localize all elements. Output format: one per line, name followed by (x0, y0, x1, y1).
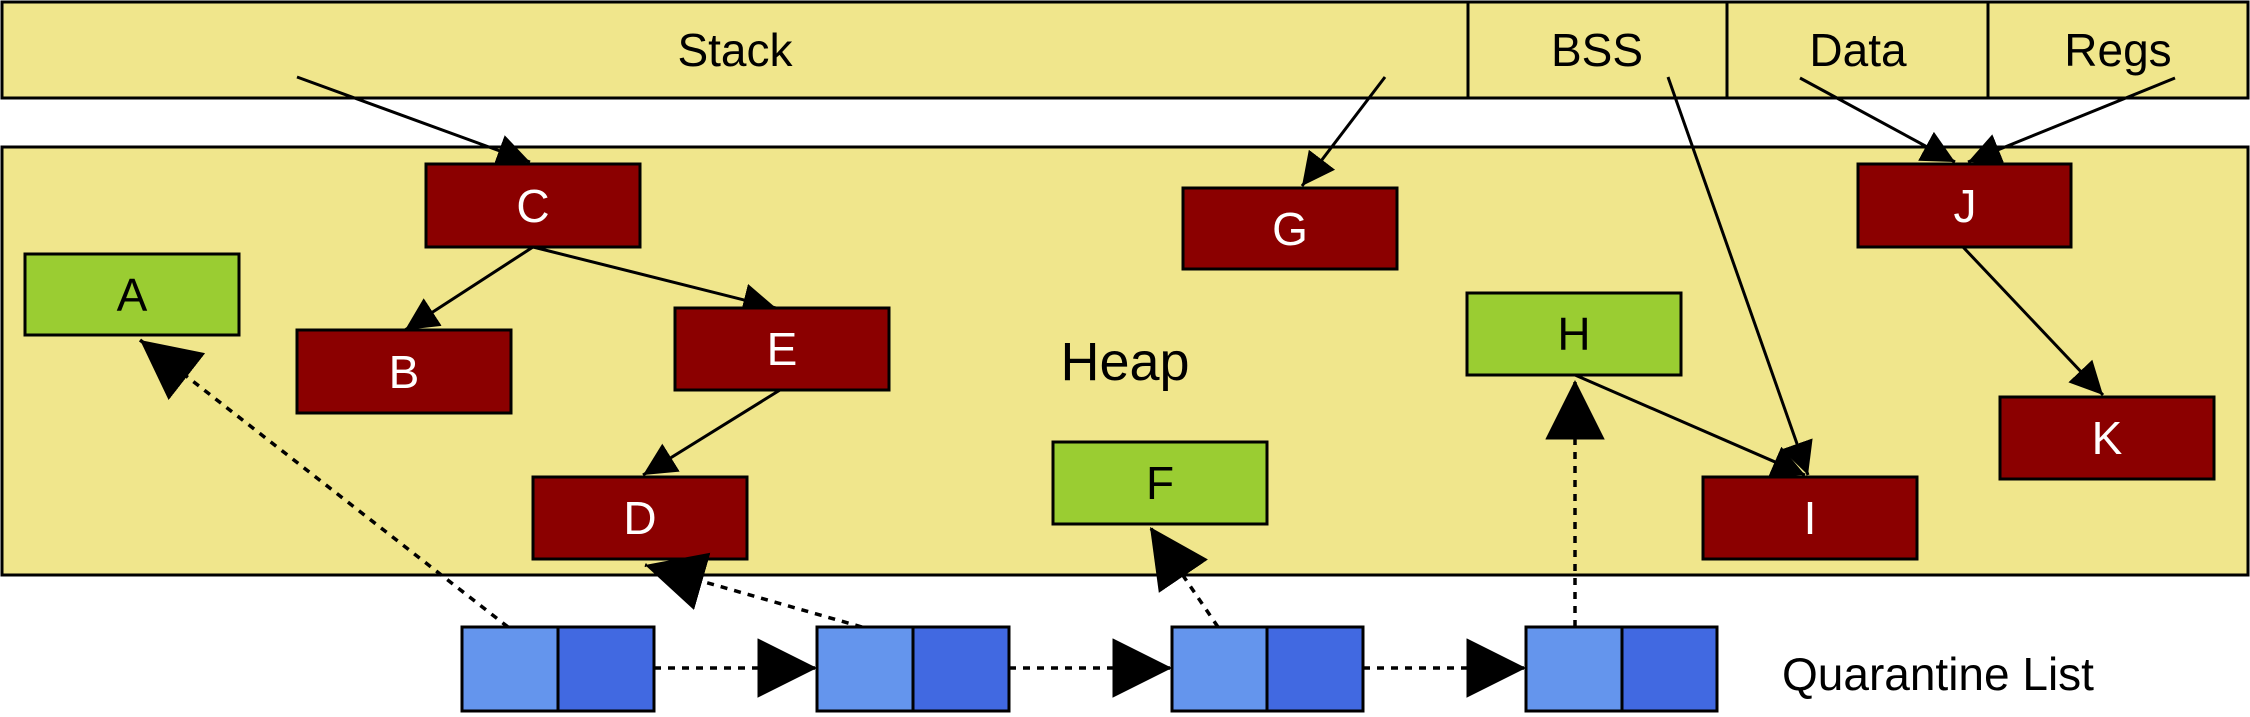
heap-object-d (531, 475, 749, 561)
pointer-j-to-k (1961, 245, 2105, 397)
heap-object-f-label: F (1146, 457, 1174, 509)
quarantine-cell-1-right (556, 625, 656, 713)
heap-object-c-label: C (516, 180, 549, 232)
pointer-c-to-b (404, 245, 534, 332)
quarantine-cell-4-right (1620, 625, 1719, 713)
quarantine-cell-2-right (911, 625, 1011, 713)
pointer-h-to-i (1574, 373, 1806, 477)
heap-object-labels: A B C D E F G H I J K (117, 180, 2123, 544)
heap-object-a-label: A (117, 269, 148, 321)
heap-objects (23, 162, 2216, 561)
heap-object-b (295, 328, 513, 415)
quarantine-list (460, 625, 1719, 713)
segment-data (1725, 0, 1990, 100)
heap-label: Heap (1060, 332, 1189, 392)
heap-object-h (1465, 291, 1683, 377)
segment-bss (1466, 0, 1729, 100)
quarantine-list-label: Quarantine List (1782, 648, 2094, 700)
pointer-data-to-j (1799, 76, 1956, 164)
segment-stack (0, 0, 1470, 100)
quarantine-cell-2-left (815, 625, 915, 713)
segment-data-label: Data (1809, 24, 1907, 76)
segment-regs (1986, 0, 2250, 100)
quarantine-cell-1-left (460, 625, 560, 713)
quarantine-links (138, 338, 1605, 698)
segment-regs-label: Regs (2064, 24, 2171, 76)
heap-object-j-label: J (1954, 180, 1977, 232)
pointer-e-to-d (642, 388, 781, 477)
heap-object-d-label: D (623, 492, 656, 544)
heap-object-f (1051, 440, 1269, 526)
heap-object-g-label: G (1272, 203, 1308, 255)
quarantine-cell-3-left (1170, 625, 1269, 713)
heap-object-b-label: B (389, 346, 420, 398)
heap-object-a (23, 252, 241, 337)
pointer-arrows (296, 75, 2176, 477)
pointer-regs-to-j (1967, 76, 2176, 165)
pointer-stack-to-g (1300, 76, 1387, 187)
heap-object-i (1701, 475, 1919, 561)
segment-bss-label: BSS (1551, 24, 1643, 76)
pointer-bss-to-i (1666, 76, 1813, 476)
heap-object-h-label: H (1557, 308, 1590, 360)
segment-stack-label: Stack (677, 24, 793, 76)
heap-object-c (424, 162, 642, 249)
segment-bar: Stack BSS Data Regs (0, 0, 2250, 100)
quarantine-link-to-d (644, 552, 863, 629)
heap-object-k-label: K (2092, 412, 2123, 464)
heap-object-e-label: E (767, 323, 798, 375)
heap-object-j (1856, 162, 2073, 249)
quarantine-cell-4-left (1524, 625, 1624, 713)
heap-object-k (1998, 395, 2216, 481)
quarantine-link-to-f (1148, 526, 1220, 628)
heap-object-e (673, 306, 891, 392)
quarantine-cell-3-right (1265, 625, 1365, 713)
heap-object-g (1181, 186, 1399, 271)
pointer-stack-to-c (296, 75, 531, 167)
pointer-c-to-e (532, 245, 777, 316)
heap-object-i-label: I (1804, 492, 1817, 544)
